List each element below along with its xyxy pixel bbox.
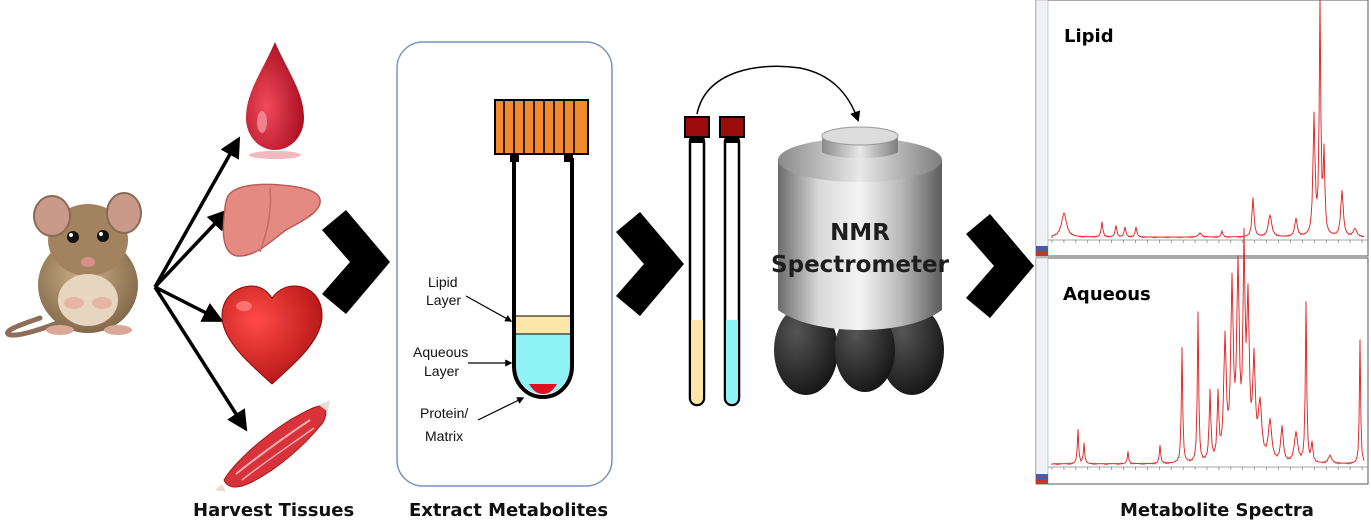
- aqueous-axis-ticks: [1051, 467, 1363, 470]
- aqueous-spectrum-trace: [1051, 227, 1365, 466]
- harvest-tissues-caption: Harvest Tissues: [193, 500, 355, 521]
- aqueous-spectrum-panel: Aqueous: [1035, 227, 1369, 485]
- sample-tube-icon: [494, 99, 589, 400]
- protein-label-line1: Protein/: [420, 405, 468, 421]
- aqueous-label-line2: Layer: [424, 363, 459, 379]
- aqueous-label-line1: Aqueous: [413, 344, 468, 360]
- metabolite-spectra-caption: Metabolite Spectra: [1120, 500, 1314, 521]
- lipid-spectrum-trace: [1051, 0, 1365, 239]
- chevron-right-icon: [966, 214, 1034, 318]
- chevron-right-icon: [616, 212, 684, 316]
- nmr-label-line2: Spectrometer: [771, 252, 950, 278]
- chevron-right-icon: [322, 210, 390, 314]
- lipid-axis-ticks: [1051, 240, 1363, 243]
- nmr-label-line1: NMR: [830, 220, 890, 246]
- mouse-icon: [5, 192, 142, 338]
- lipid-spectrum-title: Lipid: [1064, 26, 1114, 47]
- muscle-icon: [215, 400, 330, 492]
- nmr-tube-icon: [719, 116, 745, 407]
- transfer-arrow: [696, 65, 861, 122]
- lipid-label-line1: Lipid: [428, 274, 458, 290]
- blood-drop-icon: [246, 42, 304, 159]
- nmr-spectrometer-icon: NMR Spectrometer: [771, 126, 950, 395]
- extract-metabolites-caption: Extract Metabolites: [409, 500, 609, 521]
- branch-arrows: [153, 136, 248, 432]
- lipid-spectrum-panel: Lipid: [1035, 0, 1369, 257]
- tube-labels: Lipid Layer Aqueous Layer Protein/ Matri…: [413, 274, 525, 444]
- heart-icon: [221, 285, 323, 385]
- liver-icon: [222, 183, 321, 257]
- lipid-label-line2: Layer: [426, 292, 461, 308]
- aqueous-spectrum-title: Aqueous: [1063, 284, 1151, 305]
- protein-label-line2: Matrix: [425, 428, 463, 444]
- nmr-tube-icon: [684, 116, 710, 407]
